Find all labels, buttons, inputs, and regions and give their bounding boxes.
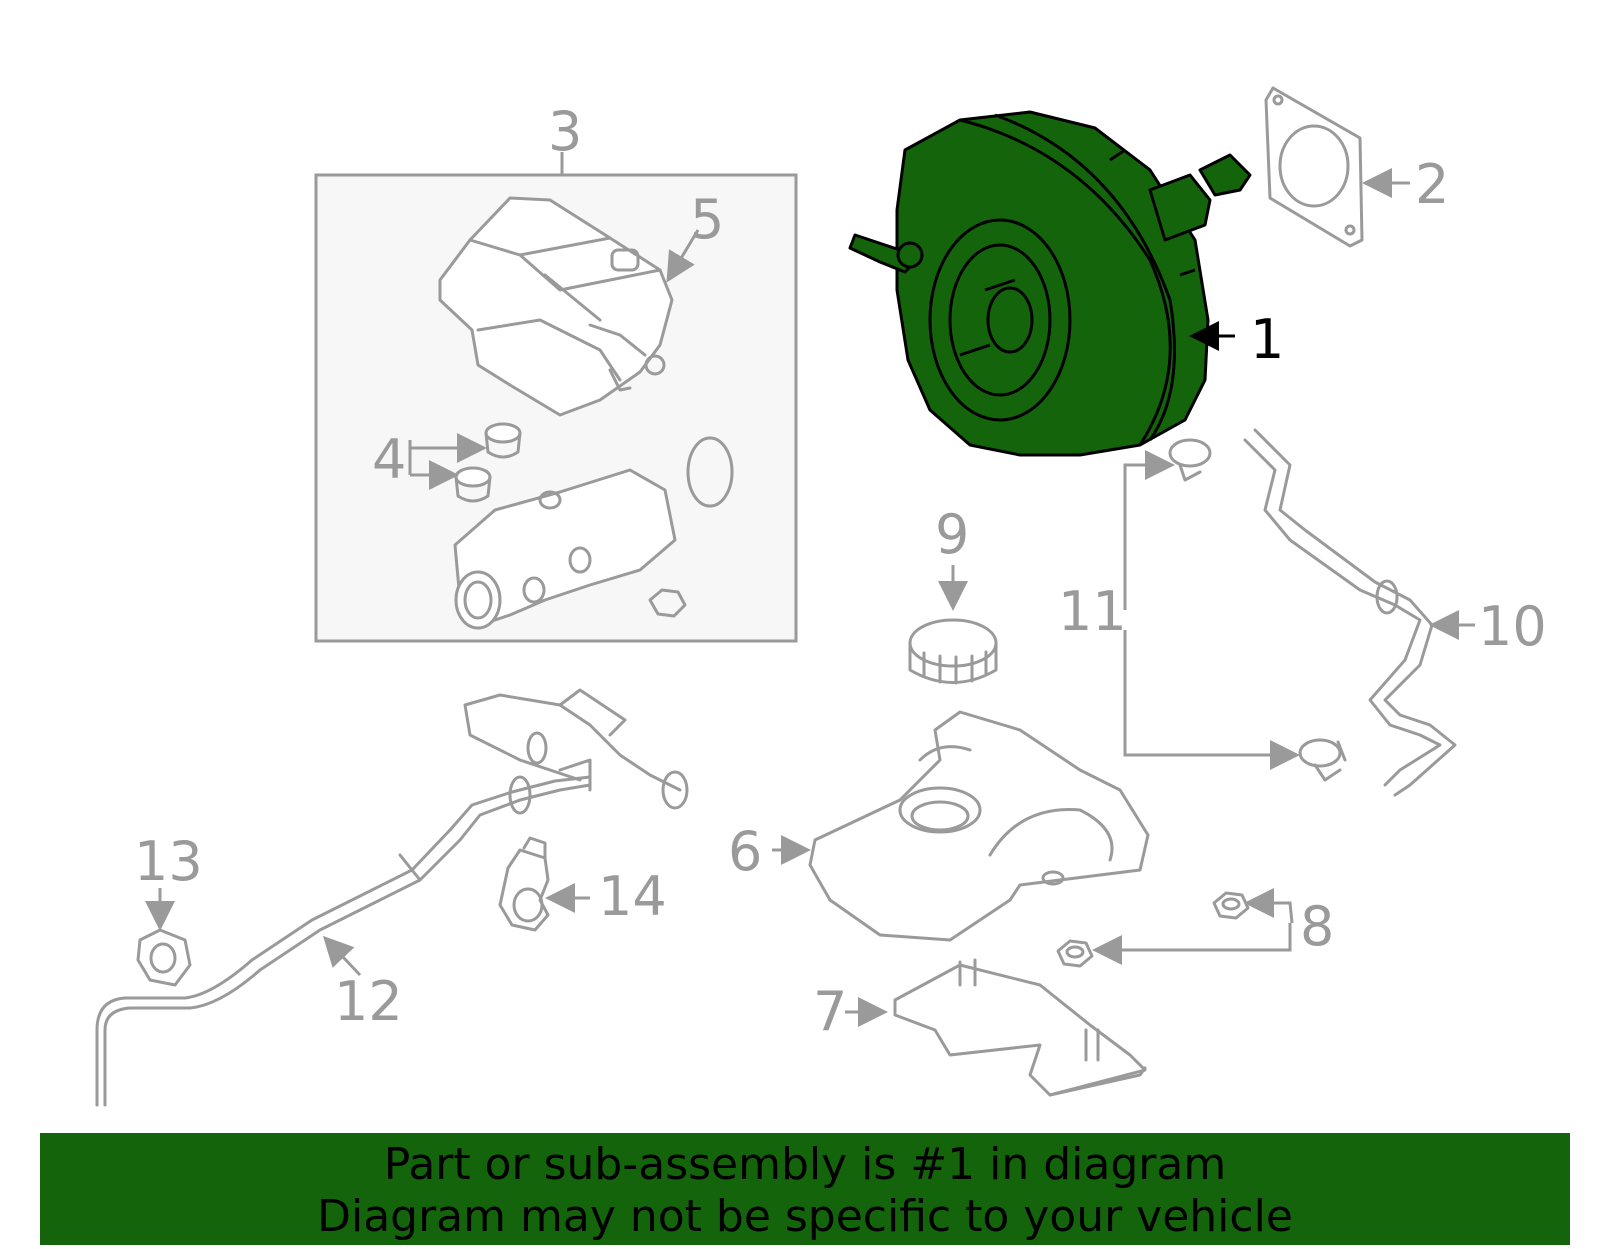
reservoir-bracket-part-7[interactable] — [893, 958, 1147, 1097]
callout-11[interactable]: 11 — [1058, 580, 1127, 643]
fluid-reservoir-tank-part-6[interactable] — [808, 710, 1150, 942]
info-banner: Part or sub-assembly is #1 in diagram Di… — [40, 1133, 1570, 1245]
hose-clamps-part-11[interactable] — [1168, 438, 1347, 782]
callout-14[interactable]: 14 — [598, 865, 667, 928]
reservoir-cap-part-9[interactable] — [908, 618, 998, 685]
vacuum-line-part-12[interactable] — [95, 688, 689, 1107]
vacuum-hose-part-10[interactable] — [1243, 428, 1457, 797]
bracket-nuts-part-8[interactable] — [1056, 891, 1250, 968]
leader-lines — [145, 168, 1475, 1027]
check-valve-part-14[interactable] — [498, 836, 550, 932]
callout-8[interactable]: 8 — [1300, 895, 1334, 958]
booster-gasket-part-2[interactable] — [1264, 86, 1364, 248]
banner-line-2: Diagram may not be specific to your vehi… — [317, 1191, 1293, 1242]
master-cylinder-body — [453, 436, 734, 630]
callout-5[interactable]: 5 — [690, 188, 724, 251]
callout-1[interactable]: 1 — [1250, 308, 1284, 371]
callout-10[interactable]: 10 — [1478, 595, 1547, 658]
callout-4[interactable]: 4 — [372, 428, 406, 491]
callout-7[interactable]: 7 — [813, 980, 847, 1043]
callout-labels: 1 2 3 4 5 6 7 8 9 10 11 12 13 14 — [134, 100, 1547, 1043]
callout-13[interactable]: 13 — [134, 830, 203, 893]
callout-9[interactable]: 9 — [935, 503, 969, 566]
callout-6[interactable]: 6 — [728, 820, 762, 883]
callout-3[interactable]: 3 — [548, 100, 582, 163]
brake-booster-part-1[interactable] — [848, 110, 1252, 457]
callout-12[interactable]: 12 — [334, 970, 403, 1033]
brake-fluid-reservoir-part-5[interactable] — [438, 196, 674, 417]
reservoir-grommets-part-4[interactable] — [454, 422, 522, 503]
callout-2[interactable]: 2 — [1415, 153, 1449, 216]
banner-line-1: Part or sub-assembly is #1 in diagram — [383, 1139, 1227, 1190]
line-clip-part-13[interactable] — [136, 928, 192, 987]
